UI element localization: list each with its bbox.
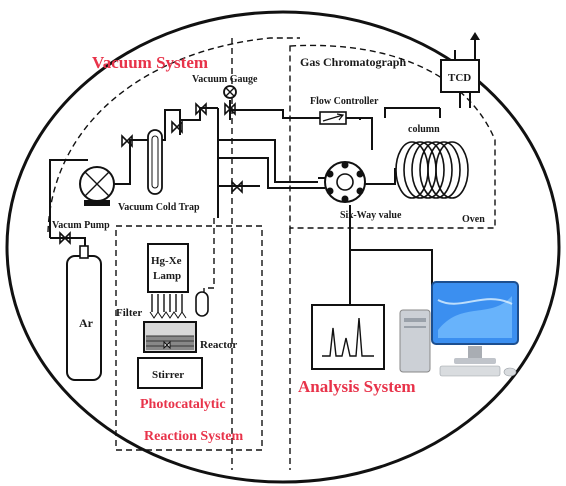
six-way-valve-icon — [318, 161, 372, 203]
vacuum-pump-label: Vacum Pump — [52, 220, 110, 231]
coil-column-icon — [395, 141, 469, 199]
argon-label: Ar — [79, 316, 94, 330]
argon-line — [50, 237, 86, 246]
outer-boundary — [5, 10, 561, 484]
reactor — [143, 321, 197, 353]
gas-cylinder-icon — [66, 245, 102, 381]
valve-to-column — [372, 168, 396, 185]
valve-icon — [231, 180, 243, 194]
cold-trap — [147, 129, 163, 195]
analysis-system-title: Analysis System — [298, 377, 416, 396]
flow-controller — [319, 111, 347, 125]
vacuum-gauge-label: Vacuum Gauge — [192, 74, 258, 85]
vacuum-system-title: Vacuum System — [92, 53, 208, 72]
reactor-label: Reactor — [200, 339, 237, 351]
six-way-valve-label: Six-Way value — [340, 210, 402, 221]
photocatalytic-region-boundary — [115, 225, 263, 451]
valve-icon — [171, 120, 183, 134]
pressure-gauge-icon — [223, 85, 237, 99]
flow-out — [358, 117, 373, 150]
sampling-flask — [195, 291, 209, 317]
tcd-label: TCD — [448, 72, 471, 84]
gc-region-boundary — [289, 44, 496, 229]
stirrer-label: Stirrer — [152, 369, 184, 381]
reactor-feed-line — [203, 218, 215, 296]
stirrer — [137, 357, 203, 389]
flow-controller-label: Flow Controller — [310, 96, 379, 107]
vacuum-region-boundary — [47, 37, 300, 233]
computer-icon — [399, 281, 519, 377]
sample-line-1 — [218, 139, 318, 183]
lamp-housing — [147, 243, 189, 319]
vacuum-pump-icon — [79, 166, 122, 206]
valve-icon — [195, 102, 207, 116]
column-label: column — [408, 124, 440, 135]
sample-line-2 — [218, 157, 318, 189]
argon-riser — [49, 159, 88, 238]
valve-icon — [121, 134, 133, 148]
photocatalytic-title-line2: Reaction System — [144, 429, 243, 444]
photocatalytic-title-line1: Photocatalytic — [140, 397, 226, 412]
lamp-label-line1: Hg-Xe — [151, 255, 182, 267]
filter-label: Filter — [116, 307, 142, 319]
lamp-label-line2: Lamp — [153, 270, 181, 282]
oven-label: Oven — [462, 214, 485, 225]
signal-line — [349, 228, 433, 310]
column-in — [384, 107, 440, 118]
gas-chromatograph-label: Gas Chromatograph — [300, 55, 406, 69]
chromatogram-icon — [311, 304, 385, 370]
vacuum-cold-trap-label: Vacuum Cold Trap — [118, 202, 200, 213]
pump-line — [115, 139, 150, 185]
valve-icon — [59, 231, 71, 245]
valve-icon — [224, 102, 236, 116]
vent-arrow-icon — [470, 32, 480, 40]
tcd-detector — [440, 59, 480, 108]
